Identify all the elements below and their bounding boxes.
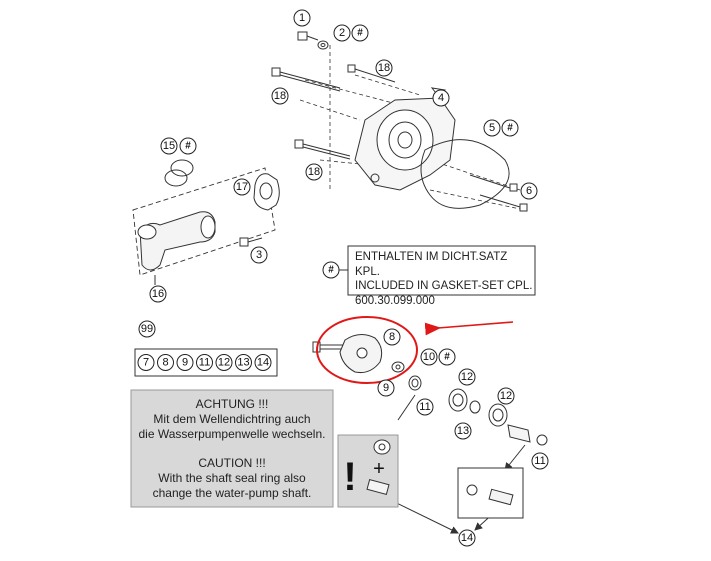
kit-item-13: 13 [237, 357, 249, 369]
warning-de-line2: die Wasserpumpenwelle wechseln. [138, 427, 326, 441]
kit-item-circle-7 [137, 354, 155, 371]
highlight-ellipse [316, 316, 418, 384]
highlight-arrow [424, 321, 514, 336]
kit-item-circle-13 [235, 354, 252, 371]
impeller-assembly [312, 334, 405, 373]
callout-12-a: 12 [461, 371, 473, 383]
callout-99: 99 [141, 323, 153, 335]
callout-13: 13 [457, 425, 469, 437]
callout-1: 1 [299, 12, 305, 24]
callout-18-left: 18 [274, 90, 286, 102]
gasket-info-line1: ENTHALTEN IM DICHT.SATZ KPL. [355, 251, 508, 278]
callout-10: 10 [423, 351, 435, 363]
callout-2-hash: # [357, 28, 363, 39]
pump-cover-assembly [271, 31, 528, 212]
callout-2: 2 [339, 27, 345, 39]
callout-11-c: 11 [534, 455, 545, 467]
callout-16: 16 [152, 288, 164, 300]
kit-item-12: 12 [218, 357, 230, 369]
callout-4: 4 [438, 92, 444, 104]
shaft-seal-assembly [397, 375, 548, 471]
gasket-hash: # [328, 265, 334, 276]
callout-11-a: 11 [419, 401, 430, 413]
callout-17: 17 [236, 181, 248, 193]
callouts [138, 9, 549, 547]
callout-15: 15 [163, 140, 175, 152]
gasket-info-line3: 600.30.099.000 [355, 294, 435, 307]
shaft-inset-box [457, 467, 524, 519]
warning-en-line2: change the water-pump shaft. [152, 486, 312, 500]
plus-sign: + [373, 458, 385, 480]
kit-item-circle-12 [215, 354, 233, 371]
callout-8: 8 [389, 331, 395, 343]
warning-de-line1: Mit dem Wellendichtring auch [153, 412, 311, 426]
exclaim-mark: ! [343, 455, 356, 499]
warning-box [130, 389, 334, 508]
kit-list: 7 8 9 11 12 13 14 [137, 354, 272, 371]
gasket-info: ENTHALTEN IM DICHT.SATZ KPL. INCLUDED IN… [355, 250, 535, 308]
callout-9: 9 [383, 382, 389, 394]
kit-item-8: 8 [162, 357, 168, 369]
kit-item-circle-14 [254, 354, 272, 371]
callout-5: 5 [489, 122, 495, 134]
gasket-info-line2: INCLUDED IN GASKET-SET CPL. [355, 280, 533, 292]
kit-item-14: 14 [257, 357, 269, 369]
callout-10-hash: # [444, 352, 450, 363]
kit-item-7: 7 [143, 357, 149, 369]
callout-6: 6 [526, 185, 532, 197]
callout-14: 14 [461, 532, 473, 544]
callout-18-top: 18 [378, 62, 390, 74]
gasket-info-box [347, 245, 536, 296]
warning-de-title: ACHTUNG !!! [195, 397, 269, 411]
kit-item-9: 9 [182, 357, 188, 369]
warning-en-title: CAUTION !!! [198, 456, 266, 470]
callout-15-hash: # [185, 141, 191, 152]
kit-item-circle-8 [157, 354, 174, 371]
callout-5-hash: # [507, 123, 513, 134]
kit-item-circle-9 [176, 354, 194, 371]
hose-connector-assembly [132, 159, 280, 285]
callout-18-bottom: 18 [308, 166, 320, 178]
kit-item-11: 11 [199, 357, 210, 369]
exclamation-box [337, 434, 399, 508]
callout-3: 3 [256, 249, 262, 261]
warning-text: ACHTUNG !!! Mit dem Wellendichtring auch… [131, 397, 333, 501]
warning-en-line1: With the shaft seal ring also [158, 471, 306, 485]
kit-item-circle-11 [196, 354, 213, 371]
callout-12-b: 12 [500, 390, 512, 402]
